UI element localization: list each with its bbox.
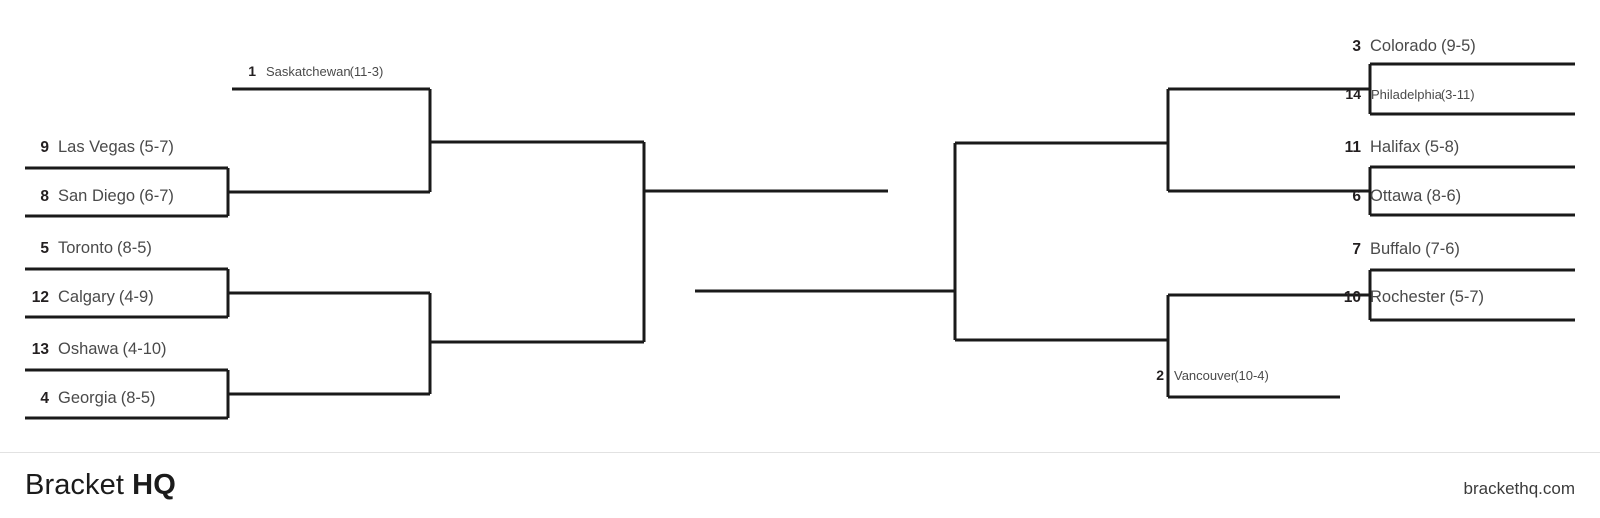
team-record: (5-7) <box>1449 288 1485 306</box>
team-name: San Diego <box>58 187 136 205</box>
seed-number: 10 <box>1343 289 1361 306</box>
seed-number: 9 <box>40 139 49 156</box>
team-name: Colorado <box>1370 37 1437 55</box>
team-entry-calgary[interactable]: 12 Calgary (4-9) <box>25 286 154 308</box>
team-entry-halifax[interactable]: 11 Halifax (5-8) <box>1337 136 1460 158</box>
team-name: Calgary <box>58 288 115 306</box>
team-name: Oshawa <box>58 340 119 358</box>
team-name: Vancouver <box>1174 368 1236 383</box>
team-name: Toronto <box>58 239 114 257</box>
team-entry-buffalo[interactable]: 7 Buffalo (7-6) <box>1337 238 1460 260</box>
team-name: Philadelphia <box>1371 87 1442 102</box>
seed-number: 7 <box>1352 241 1361 258</box>
team-record: (8-5) <box>120 389 156 407</box>
team-record: (8-6) <box>1426 187 1462 205</box>
seed-number: 3 <box>1352 38 1361 55</box>
bracket-lines <box>25 62 1575 420</box>
seed-number: 12 <box>31 289 49 306</box>
seed-number: 8 <box>40 188 49 205</box>
seed-number: 11 <box>1344 139 1361 156</box>
seed-number: 14 <box>1345 86 1361 102</box>
seed-number: 2 <box>1156 367 1164 383</box>
team-record: (6-7) <box>139 187 174 205</box>
team-record: (10-4) <box>1234 368 1269 383</box>
team-record: (5-8) <box>1424 138 1460 156</box>
team-entry-las-vegas[interactable]: 9 Las Vegas (5-7) <box>25 136 174 158</box>
team-entry-oshawa[interactable]: 13 Oshawa (4-10) <box>25 338 167 360</box>
brand-logo[interactable]: Bracket HQ <box>25 469 176 502</box>
team-name: Ottawa <box>1370 187 1423 205</box>
team-record: (8-5) <box>117 239 152 257</box>
team-name: Buffalo <box>1370 240 1422 258</box>
team-entry-toronto[interactable]: 5 Toronto (8-5) <box>25 237 152 259</box>
team-record: (5-7) <box>139 138 174 156</box>
footer: Bracket HQ brackethq.com <box>0 452 1600 518</box>
team-entry-saskatchewan[interactable]: 1 Saskatchewan (11-3) <box>232 60 383 82</box>
team-record: (4-10) <box>122 340 167 358</box>
seed-number: 6 <box>1352 188 1361 205</box>
team-name: Rochester <box>1370 288 1446 306</box>
site-url[interactable]: brackethq.com <box>1463 479 1576 498</box>
seed-number: 5 <box>40 240 49 257</box>
team-record: (7-6) <box>1425 240 1460 258</box>
team-name: Las Vegas <box>58 138 136 156</box>
team-entry-colorado[interactable]: 3 Colorado (9-5) <box>1337 35 1476 57</box>
seed-number: 13 <box>31 341 49 358</box>
team-entry-rochester[interactable]: 10 Rochester (5-7) <box>1337 286 1484 308</box>
team-record: (9-5) <box>1440 37 1476 55</box>
seed-number: 4 <box>40 390 49 407</box>
team-entry-san-diego[interactable]: 8 San Diego (6-7) <box>25 185 174 207</box>
team-name: Saskatchewan <box>266 64 351 79</box>
team-record: (11-3) <box>349 64 384 79</box>
brand-name-bold: HQ <box>132 469 176 501</box>
team-name: Halifax <box>1370 138 1421 156</box>
bracket-diagram: 1 Saskatchewan (11-3) 9 Las Vegas (5-7) … <box>25 35 1575 420</box>
team-entry-ottawa[interactable]: 6 Ottawa (8-6) <box>1337 185 1461 207</box>
team-record: (3-11) <box>1440 87 1475 102</box>
team-entry-georgia[interactable]: 4 Georgia (8-5) <box>25 387 156 409</box>
team-record: (4-9) <box>118 288 154 306</box>
team-entry-philadelphia[interactable]: 14 Philadelphia (3-11) <box>1337 83 1475 105</box>
seed-number: 1 <box>248 63 256 79</box>
brand-name-light: Bracket <box>25 469 133 501</box>
team-entry-vancouver[interactable]: 2 Vancouver (10-4) <box>1140 364 1269 386</box>
team-name: Georgia <box>58 389 117 407</box>
